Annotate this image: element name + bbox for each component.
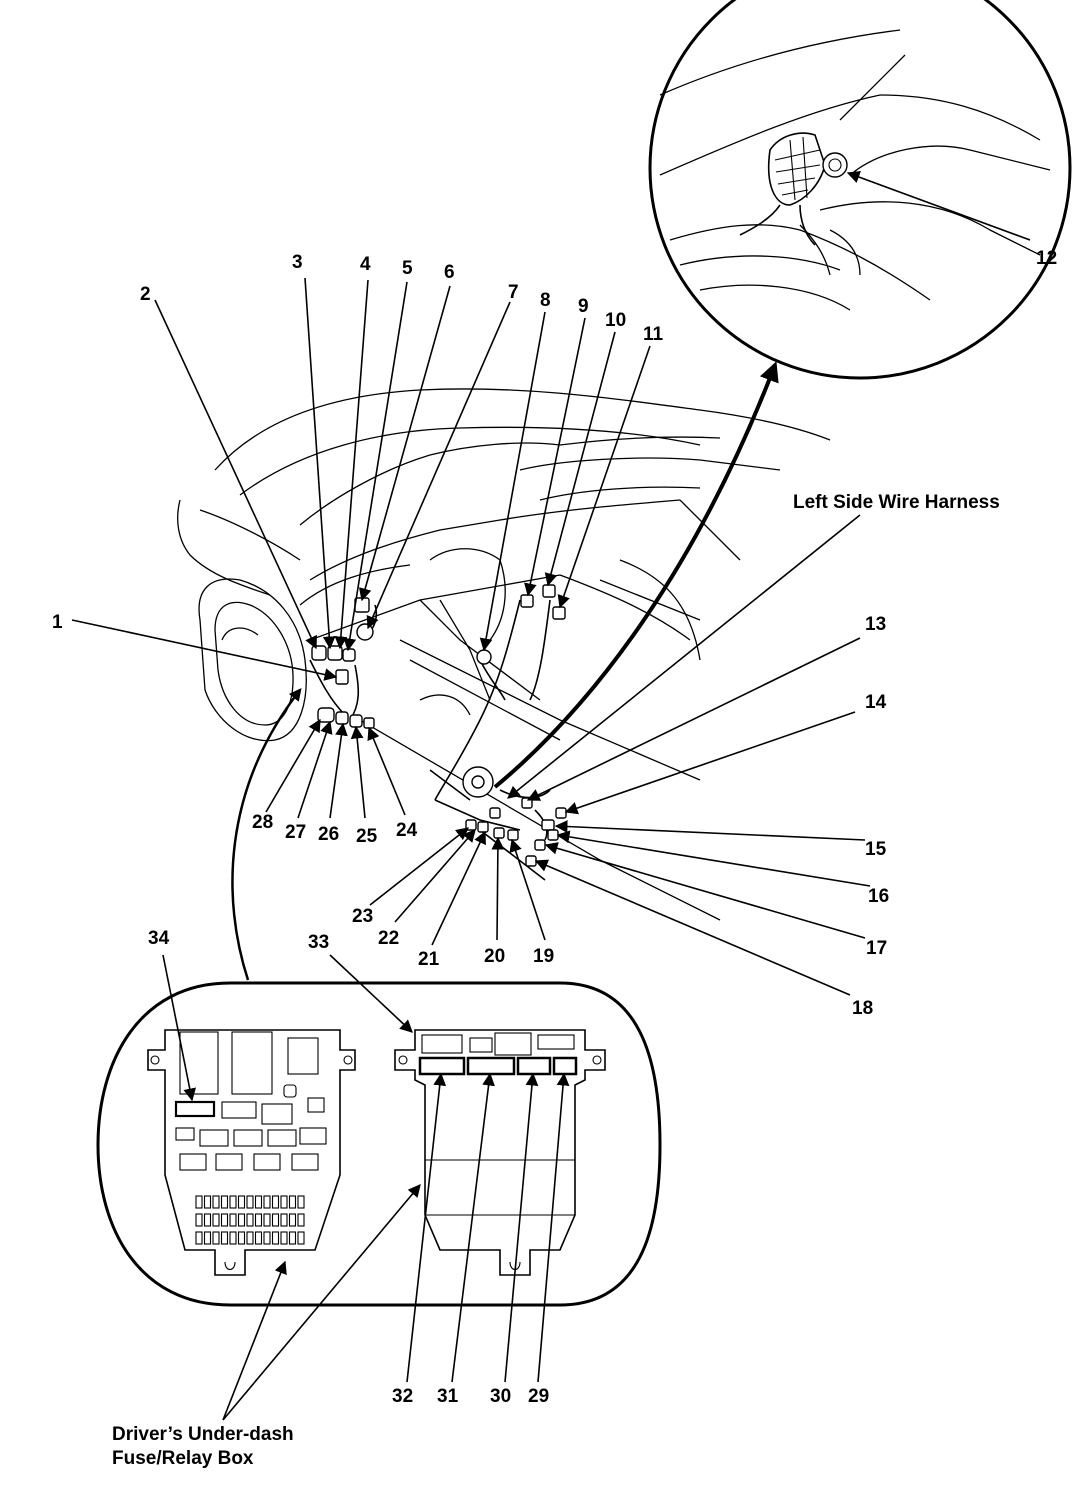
fuse-slot <box>246 1195 254 1209</box>
fuse-slot <box>263 1231 271 1245</box>
callout-30: 30 <box>490 1386 511 1407</box>
fuse-slot <box>195 1231 203 1245</box>
fuse-slot <box>203 1231 212 1245</box>
connectors <box>311 584 567 867</box>
callout-17: 17 <box>866 938 887 959</box>
callout-34: 34 <box>148 928 170 949</box>
callout-25: 25 <box>356 826 378 847</box>
fuse-box-front-view <box>147 1029 356 1276</box>
fuse-slot <box>220 1213 229 1227</box>
callout-32: 32 <box>392 1386 413 1407</box>
callout-33: 33 <box>308 932 329 953</box>
fuse-slot <box>212 1231 220 1245</box>
callout-5: 5 <box>402 258 413 279</box>
callout-8: 8 <box>540 290 551 311</box>
fuse-slot <box>288 1213 297 1227</box>
fuse-slot <box>212 1195 220 1209</box>
callout-22: 22 <box>378 928 399 949</box>
callout-12: 12 <box>1036 248 1057 269</box>
fuse-box-label-line1: Driver’s Under-dash <box>112 1424 294 1445</box>
fuse-slot <box>246 1231 254 1245</box>
fuse-slot <box>237 1195 246 1209</box>
callout-4: 4 <box>360 254 371 275</box>
callout-18: 18 <box>852 998 873 1019</box>
callout-23: 23 <box>352 906 373 927</box>
fuse-slot <box>203 1195 212 1209</box>
fuse-slot <box>288 1231 297 1245</box>
callout-20: 20 <box>484 946 505 967</box>
callout-24: 24 <box>396 820 418 841</box>
fuse-slot <box>280 1195 288 1209</box>
fuse-slot <box>297 1195 305 1209</box>
fuse-box-label-line2: Fuse/Relay Box <box>112 1448 254 1469</box>
callout-3: 3 <box>292 252 303 273</box>
fuse-slot <box>254 1231 263 1245</box>
fuse-slot <box>229 1231 237 1245</box>
detail-inset-top <box>648 0 1072 380</box>
fuse-slot <box>254 1213 263 1227</box>
callout-16: 16 <box>868 886 889 907</box>
fuse-slot <box>280 1231 288 1245</box>
fuse-slot <box>195 1195 203 1209</box>
fuse-slot <box>263 1195 271 1209</box>
callout-31: 31 <box>437 1386 459 1407</box>
fuse-slot <box>271 1213 280 1227</box>
callout-28: 28 <box>252 812 273 833</box>
fuse-slot <box>297 1213 305 1227</box>
callout-27: 27 <box>285 822 306 843</box>
callout-2: 2 <box>140 284 151 305</box>
fuse-slot <box>254 1195 263 1209</box>
leader-lines <box>71 277 871 1421</box>
fuse-slot <box>280 1213 288 1227</box>
callout-10: 10 <box>605 310 626 331</box>
fuse-slot <box>271 1195 280 1209</box>
callout-14: 14 <box>865 692 887 713</box>
fuse-slot <box>212 1213 220 1227</box>
fuse-slot <box>220 1195 229 1209</box>
callout-labels: 1 2 3 4 5 6 7 8 9 10 11 12 13 14 15 16 1… <box>52 248 1057 1469</box>
left-side-wire-harness-label: Left Side Wire Harness <box>793 492 1000 513</box>
fuse-slot <box>288 1195 297 1209</box>
fuse-slot <box>220 1231 229 1245</box>
fuse-slot <box>229 1195 237 1209</box>
fuse-relay-box-inset <box>96 981 662 1307</box>
fuse-slot <box>271 1231 280 1245</box>
callout-19: 19 <box>533 946 554 967</box>
callout-13: 13 <box>865 614 886 635</box>
callout-1: 1 <box>52 612 63 633</box>
callout-26: 26 <box>318 824 339 845</box>
fuse-slot <box>229 1213 237 1227</box>
callout-29: 29 <box>528 1386 549 1407</box>
fuse-slot <box>297 1231 305 1245</box>
fuse-slot <box>237 1213 246 1227</box>
callout-7: 7 <box>508 282 519 303</box>
callout-11: 11 <box>643 324 664 345</box>
callout-21: 21 <box>418 949 440 970</box>
callout-15: 15 <box>865 839 887 860</box>
fuse-slot <box>263 1213 271 1227</box>
fuse-slot <box>246 1213 254 1227</box>
callout-9: 9 <box>578 296 589 317</box>
callout-6: 6 <box>444 262 455 283</box>
fuse-slot <box>237 1231 246 1245</box>
fuse-slot <box>203 1213 212 1227</box>
fuse-slot <box>195 1213 203 1227</box>
